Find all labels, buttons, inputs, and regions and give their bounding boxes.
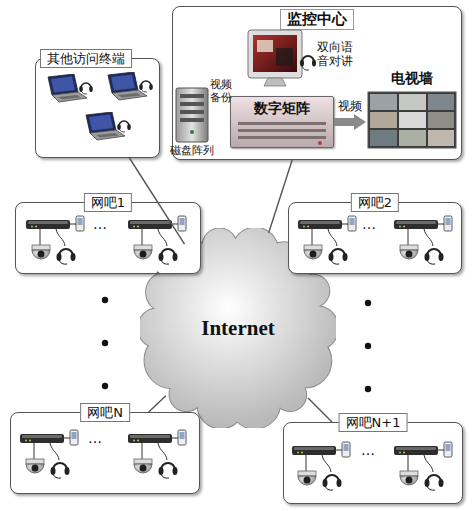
netbar-box: 网吧2 (288, 202, 462, 274)
netbar-box: 网吧N+1 (283, 422, 463, 504)
ellipsis-mark: … (88, 430, 112, 446)
network-link (149, 396, 166, 412)
device-label: 视频 备份 (210, 78, 234, 104)
group-heading: 监控中心 (280, 9, 354, 30)
matrix-device: 数字矩阵 (230, 96, 334, 148)
netbar-box: 网吧N (10, 412, 200, 494)
edge-label: 视频 (338, 98, 362, 115)
node-label: Internet (140, 316, 336, 341)
ellipsis-mark: … (362, 216, 386, 232)
device-label: 磁盘阵列 (170, 144, 220, 157)
group-heading: 其他访问终端 (40, 49, 132, 68)
device-label: 双向语 音对讲 (317, 40, 357, 68)
group-heading: 网吧N (80, 403, 130, 422)
network-link (308, 398, 332, 422)
netbar-box: 网吧1 (15, 202, 201, 274)
group-heading: 网吧N+1 (339, 413, 408, 432)
ellipsis-mark: … (93, 216, 117, 232)
node-label: 数字矩阵 (231, 100, 333, 118)
tv-wall: 电视墙 (366, 70, 458, 150)
node-label: 电视墙 (366, 70, 458, 88)
group-heading: 网吧1 (84, 193, 132, 212)
terminal-group: 其他访问终端 (35, 58, 160, 158)
group-heading: 网吧2 (351, 193, 399, 212)
ellipsis-mark: … (361, 442, 385, 458)
